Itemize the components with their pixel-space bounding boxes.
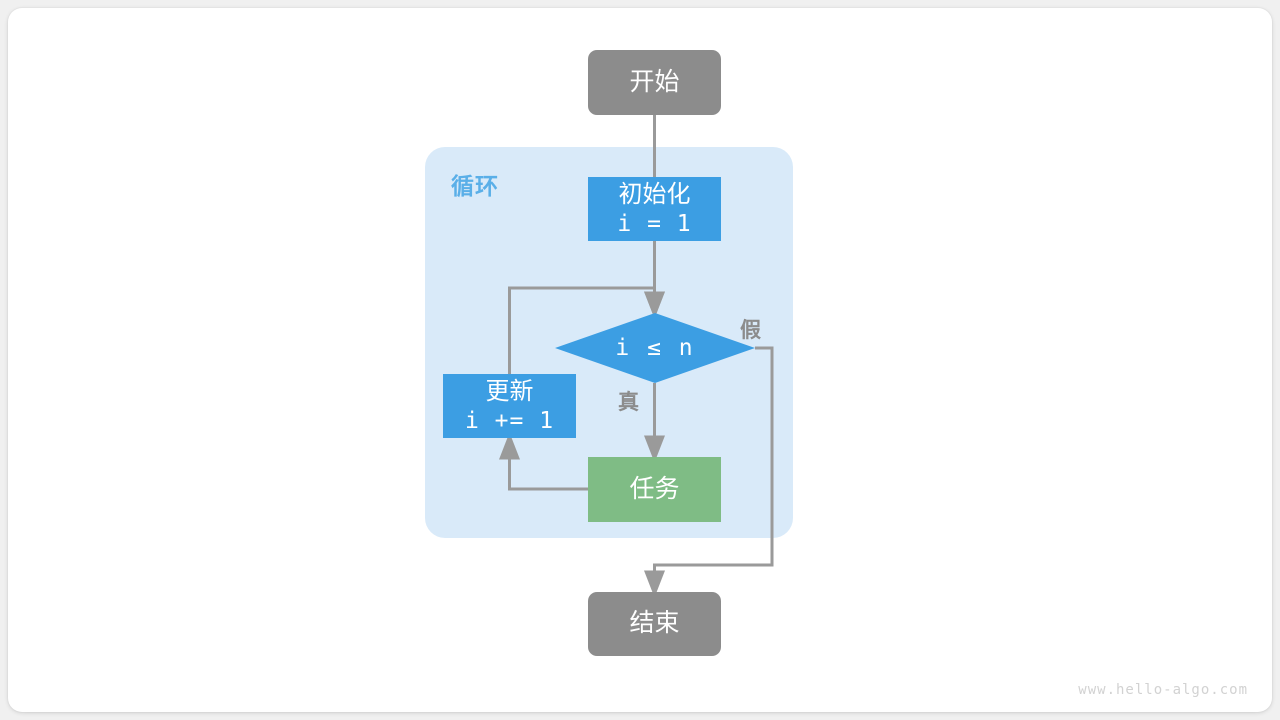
edge-label-true: 真 xyxy=(618,391,639,414)
edge-label-false: 假 xyxy=(740,319,761,342)
node-update[interactable]: 更新 i += 1 xyxy=(443,374,576,438)
loop-container-label: 循环 xyxy=(451,173,499,199)
watermark: www.hello-algo.com xyxy=(1078,682,1248,698)
node-initialize-label: 初始化 xyxy=(618,180,691,208)
node-start-label: 开始 xyxy=(629,67,680,96)
node-update-code: i += 1 xyxy=(464,407,555,434)
node-initialize-code: i = 1 xyxy=(617,210,692,237)
node-condition-label: i ≤ n xyxy=(615,335,695,361)
node-end-label: 结束 xyxy=(629,609,680,638)
node-task[interactable]: 任务 xyxy=(588,457,721,522)
node-task-label: 任务 xyxy=(629,474,680,503)
node-update-label: 更新 xyxy=(485,377,534,405)
node-condition[interactable]: i ≤ n xyxy=(555,313,755,383)
node-end[interactable]: 结束 xyxy=(588,592,721,656)
node-start[interactable]: 开始 xyxy=(588,50,721,115)
node-initialize[interactable]: 初始化 i = 1 xyxy=(588,177,721,241)
